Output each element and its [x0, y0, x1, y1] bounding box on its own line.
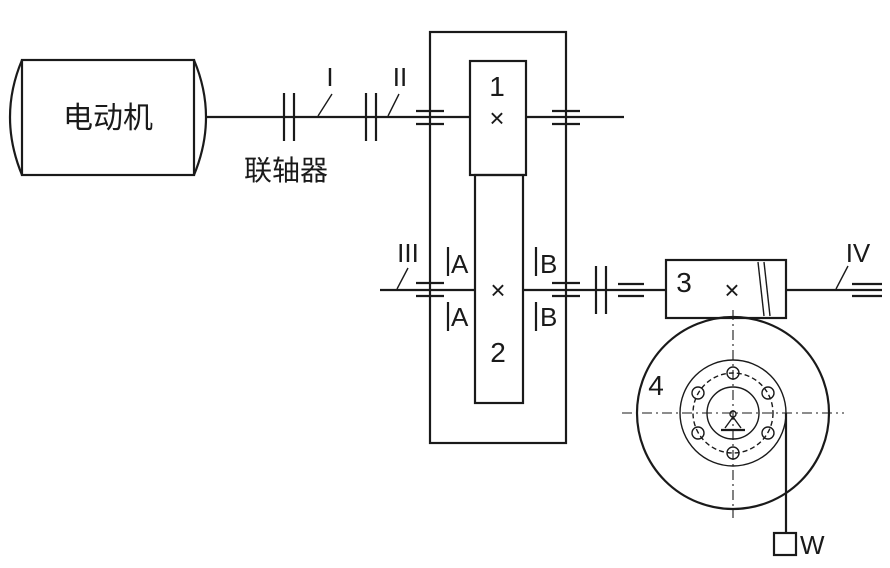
- coupling-3: [594, 266, 644, 314]
- gear-1: 1 ×: [468, 59, 528, 177]
- gearbox-housing: [428, 30, 568, 445]
- gear-2-cross: ×: [490, 275, 505, 305]
- part-4: 4: [622, 310, 844, 518]
- coupling-1: [282, 93, 296, 141]
- gear-2: × 2: [473, 173, 525, 405]
- shaft-4: [786, 265, 882, 298]
- shaft-3-label: III: [397, 238, 419, 268]
- shaft-1-label: I: [326, 62, 333, 92]
- gear-2-label: 2: [490, 337, 506, 368]
- gear-1-cross: ×: [489, 103, 504, 133]
- shaft-2-leader: [387, 93, 400, 117]
- shaft-3-leader: [396, 267, 409, 290]
- shaft-1-leader: [317, 93, 333, 117]
- part-4-label: 4: [648, 370, 664, 401]
- bearings: [416, 109, 580, 298]
- section-b-top: B: [540, 249, 557, 279]
- motor: 电动机: [8, 58, 208, 177]
- part-3-cross: ×: [724, 275, 739, 305]
- rope-and-weight: W: [772, 413, 825, 560]
- motor-label: 电动机: [63, 102, 153, 135]
- weight-label: W: [800, 530, 825, 560]
- coupling-label: 联轴器: [244, 155, 328, 186]
- section-b-bottom: B: [540, 302, 557, 332]
- section-a-bottom: A: [451, 302, 469, 332]
- shaft-4-label: IV: [846, 238, 871, 268]
- shaft-2-label: II: [393, 62, 407, 92]
- part-3: 3 ×: [664, 258, 788, 320]
- coupling-2: [364, 93, 378, 141]
- section-a-top: A: [451, 249, 469, 279]
- gear-1-label: 1: [489, 71, 505, 102]
- part-3-label: 3: [676, 267, 692, 298]
- section-marks: A A B B: [446, 247, 557, 332]
